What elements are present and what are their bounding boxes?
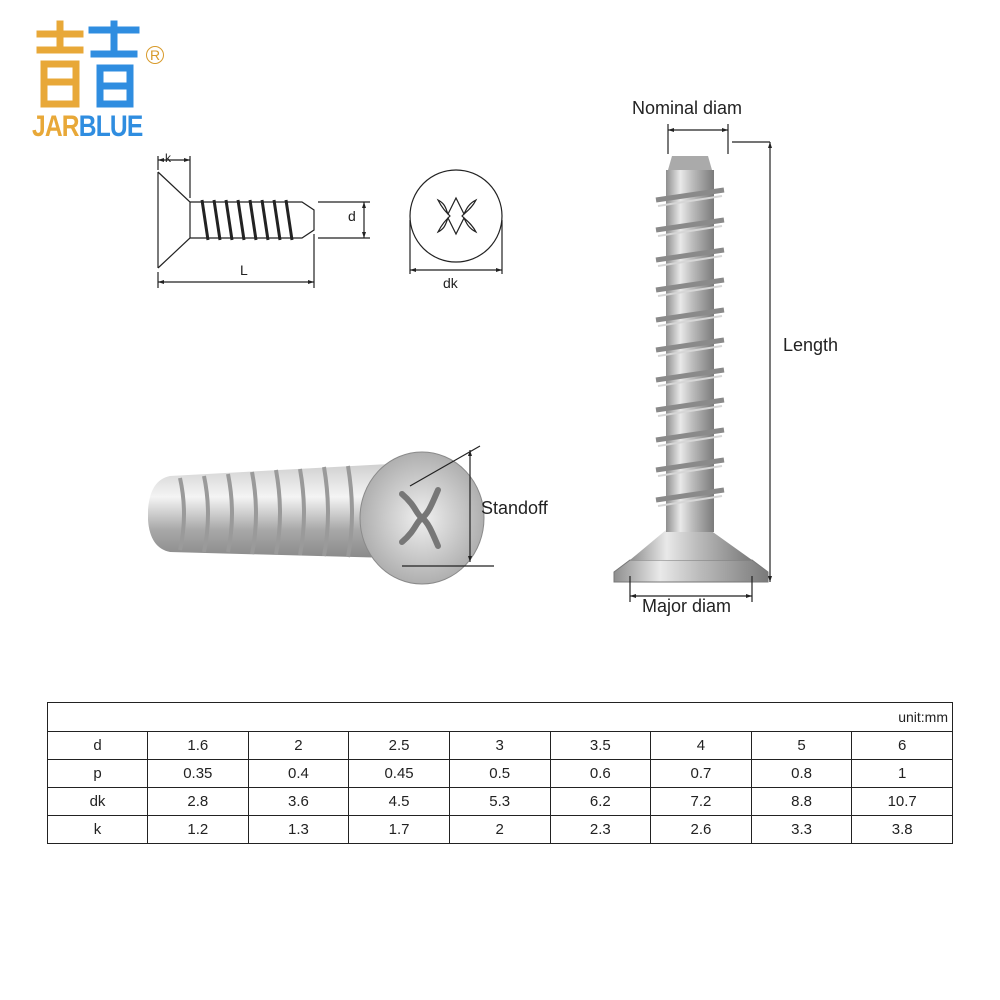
k-dimension-label: k: [165, 151, 171, 165]
brand-logo: R JARBLUE: [28, 20, 164, 150]
table-cell: 0.35: [147, 759, 249, 788]
table-cell: 1.2: [147, 815, 249, 844]
table-cell: 6: [851, 731, 953, 760]
table-cell: 2: [247, 731, 350, 760]
row-label: dk: [47, 787, 148, 816]
table-cell: 0.45: [348, 759, 450, 788]
table-cell: 0.8: [750, 759, 853, 788]
table-cell: 3.5: [549, 731, 652, 760]
major-diam-label: Major diam: [642, 596, 732, 616]
logo-word-blue: BLUE: [78, 110, 144, 143]
dk-dimension-label: dk: [443, 275, 458, 291]
table-cell: 7.2: [650, 787, 752, 816]
table-cell: 2.3: [549, 815, 652, 844]
registered-mark: R: [146, 46, 164, 64]
table-cell: 4: [650, 731, 752, 760]
table-cell: 0.4: [247, 759, 350, 788]
table-cell: 4.5: [348, 787, 450, 816]
table-cell: 1.6: [147, 731, 249, 760]
nominal-diam-label: Nominal diam: [632, 98, 743, 118]
table-cell: 1.7: [348, 815, 450, 844]
table-cell: 3.8: [851, 815, 953, 844]
table-cell: 2: [448, 815, 551, 844]
screw-head-drawing: [409, 169, 503, 274]
table-cell: 3: [448, 731, 551, 760]
table-cell: 0.6: [549, 759, 652, 788]
row-label: d: [47, 731, 148, 760]
screw-angled-photo: [148, 445, 494, 585]
table-cell: 0.7: [650, 759, 752, 788]
table-cell: 5.3: [448, 787, 551, 816]
table-cell: 2.8: [147, 787, 249, 816]
table-cell: 10.7: [851, 787, 953, 816]
table-cell: 0.5: [448, 759, 551, 788]
table-cell: 8.8: [750, 787, 853, 816]
length-label: Length: [783, 335, 839, 355]
unit-cell: unit:mm: [47, 702, 953, 732]
logo-word-jar: JAR: [32, 110, 80, 143]
d-dimension-label: d: [348, 208, 356, 224]
screw-vertical-photo: [613, 124, 772, 602]
table-cell: 2.6: [650, 815, 752, 844]
table-cell: 3.6: [247, 787, 350, 816]
screw-side-drawing: [157, 156, 370, 288]
logo-wordmark: JARBLUE: [32, 110, 144, 144]
table-cell: 2.5: [348, 731, 450, 760]
table-cell: 3.3: [750, 815, 853, 844]
table-cell: 1.3: [247, 815, 350, 844]
l-dimension-label: L: [240, 262, 248, 278]
unit-row: unit:mm: [47, 702, 953, 732]
row-label: p: [47, 759, 148, 788]
standoff-label: Standoff: [481, 498, 548, 518]
logo-glyph-icon: [36, 20, 140, 108]
row-label: k: [47, 815, 148, 844]
table-cell: 6.2: [549, 787, 652, 816]
table-cell: 5: [750, 731, 853, 760]
table-cell: 1: [851, 759, 953, 788]
